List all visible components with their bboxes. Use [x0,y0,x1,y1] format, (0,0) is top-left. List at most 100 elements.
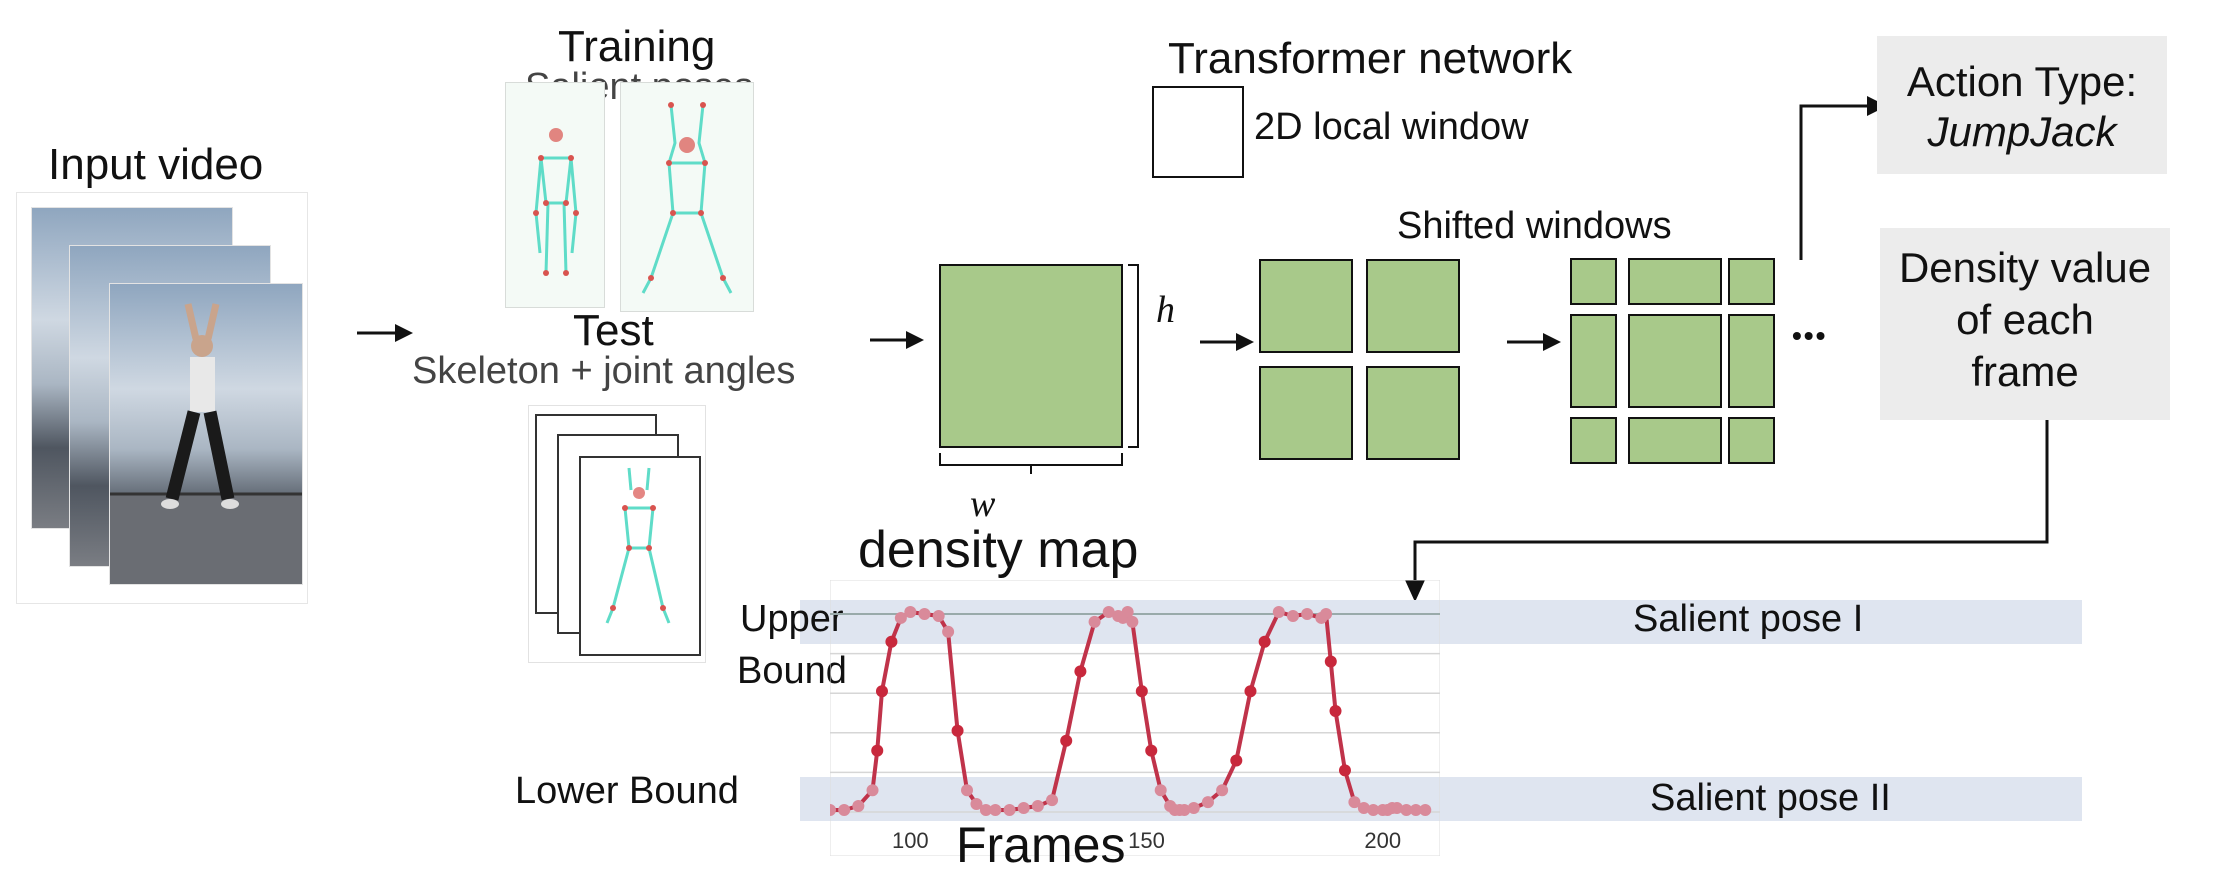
x-tick-label: 100 [892,828,929,853]
density-value-line3: frame [1971,348,2079,395]
density-point [1154,784,1167,797]
w-brace [939,453,1123,474]
density-point [1060,734,1073,747]
density-point [1390,802,1403,815]
density-point [838,804,851,816]
density-point [1031,800,1044,813]
person-silhouette [110,303,302,584]
density-point [1301,607,1314,620]
density-value-box: Density value of each frame [1880,228,2170,420]
density-point [894,611,907,624]
density-point [875,685,888,698]
upper-band [800,600,2082,644]
frames-axis-label: Frames [956,817,1126,873]
local-window-legend-box [1152,86,1244,178]
skeleton-jumping-icon [641,102,733,294]
density-point [932,609,945,622]
lower-bound-label: Lower Bound [515,770,739,812]
input-video-label: Input video [48,140,264,189]
density-point [951,724,964,737]
test-frame-3 [579,456,701,656]
upper-bound-line1: Upper [740,598,844,640]
density-point [1348,796,1361,809]
density-point [918,607,931,620]
density-point [1357,802,1370,815]
density-point [1178,804,1191,816]
density-point [1324,655,1337,668]
density-point [871,744,884,757]
w-label: w [970,483,996,525]
density-point [1088,615,1101,628]
density-map-block [939,264,1139,474]
density-point [904,606,917,618]
density-point [1230,754,1243,767]
density-point [942,625,955,638]
density-point [1320,607,1333,620]
video-frame-3 [109,283,303,585]
action-type-title: Action Type: [1906,58,2138,105]
arrow-to-shifted-windows [1507,333,1561,351]
density-point [1258,635,1271,648]
density-point [1046,794,1059,807]
density-point [1400,804,1413,816]
density-point [1338,764,1351,777]
transformer-network-label: Transformer network [1168,34,1573,83]
density-point [1244,685,1257,698]
density-map-square [939,264,1123,448]
density-point [1017,802,1030,815]
density-point [970,798,983,811]
density-point [830,804,836,816]
shifted-windows-label: Shifted windows [1397,205,1672,247]
density-point [866,784,879,797]
training-label: Training [558,22,716,71]
skeleton-test-icon [605,467,671,624]
continuation-ellipsis: ••• [1792,320,1828,351]
density-point [1126,615,1139,628]
x-tick-label: 200 [1364,828,1401,853]
density-point [852,800,865,813]
density-point [1074,665,1087,678]
shifted-windows-grid [1570,258,1775,464]
action-type-box: Action Type: JumpJack [1877,36,2167,174]
skeleton-standing-icon [533,128,579,276]
density-point [1003,804,1016,816]
x-tick-label: 150 [1128,828,1165,853]
skeleton-joint-angles-label: Skeleton + joint angles [412,350,796,392]
upper-bound-line2: Bound [737,650,847,692]
density-chart: 100 150 200 [830,580,1440,856]
density-point [1121,606,1134,618]
density-point [979,804,992,816]
density-point [1102,606,1115,618]
density-point [989,804,1002,816]
density-point [1135,685,1148,698]
density-point [1286,609,1299,622]
local-windows-grid [1259,259,1460,460]
salient-pose-1-label: Salient pose I [1633,598,1864,640]
h-label: h [1156,289,1175,331]
local-window-label: 2D local window [1254,106,1529,148]
density-point [1216,784,1229,797]
density-point [885,635,898,648]
density-value-line1: Density value [1898,244,2152,291]
arrow-to-windows [1200,333,1254,351]
density-point [1419,804,1432,816]
arrow-to-chart [1405,420,2049,602]
salient-pose-2-label: Salient pose II [1650,777,1891,819]
density-point [1409,804,1422,816]
density-curve-layer [830,606,1432,816]
density-point [961,784,974,797]
density-value-line2: of each [1956,296,2094,343]
density-point [1145,744,1158,757]
x-tick-layer: 100 150 200 [892,828,1401,853]
h-brace [1128,264,1139,448]
action-type-value: JumpJack [1927,108,2117,155]
density-point [1201,796,1214,809]
density-point [1367,804,1380,816]
training-skeleton-1 [505,82,605,308]
density-point [1272,606,1285,618]
density-point [1329,705,1342,717]
test-skeleton-stack [528,405,706,663]
arrow-to-density-map [870,331,924,349]
arrow-to-skeleton [357,324,413,342]
density-map-label: density map [858,521,1139,579]
